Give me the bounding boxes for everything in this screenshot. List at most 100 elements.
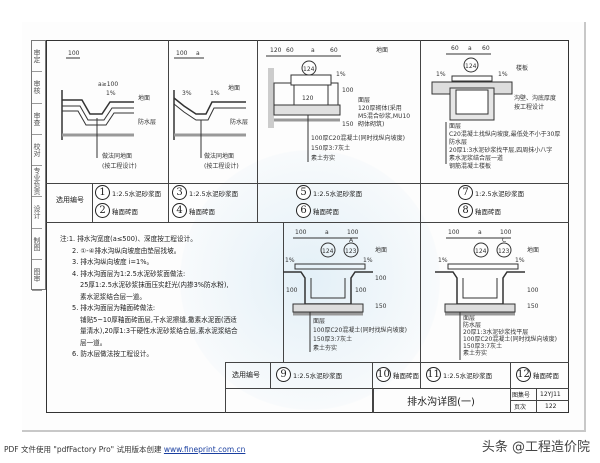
svg-text:按工程设计: 按工程设计 (514, 103, 544, 111)
svg-text:124: 124 (322, 248, 334, 255)
note-line: 6. 防水层做法按工程设计。 (72, 350, 153, 358)
svg-text:100厚C20混凝土(同时找纵向坡度): 100厚C20混凝土(同时找纵向坡度) (463, 335, 557, 343)
svg-text:100: 100 (500, 229, 512, 236)
svg-text:素水泥浆结合层一道: 素水泥浆结合层一道 (449, 154, 503, 162)
option-number: 3 (172, 185, 187, 200)
svg-text:100: 100 (68, 50, 80, 57)
divider (283, 222, 284, 362)
note-line: 4. 排水沟面层为1:2.5水泥砂浆面做法: (72, 269, 186, 278)
svg-text:120厚砌体(采用: 120厚砌体(采用 (358, 104, 402, 112)
note-line: 2. ①-④排水沟纵向坡度由垫层找坡。 (72, 246, 181, 255)
note-line: 25厚1:2.5水泥砂浆抹面压实赶光(内掺3%防水粉), (80, 281, 229, 289)
svg-text:100: 100 (375, 275, 387, 282)
side-label: 制图 (32, 229, 42, 260)
footer-text: PDF 文件使用 "pdfFactory Pro" 试用版本创建 (4, 445, 162, 454)
pdf-footer: PDF 文件使用 "pdfFactory Pro" 试用版本创建 www.fin… (4, 444, 245, 455)
svg-text:防水层: 防水层 (449, 138, 467, 146)
svg-text:做法同地面: 做法同地面 (204, 152, 234, 160)
note-line: 5. 排水沟面层为釉面砖做法: (72, 304, 156, 312)
svg-text:150: 150 (527, 303, 539, 310)
divider (510, 400, 569, 401)
divider (168, 40, 169, 222)
side-label: 校对 (32, 135, 42, 166)
svg-text:120: 120 (270, 47, 282, 54)
svg-text:M5混合砂浆,MU10: M5混合砂浆,MU10 (358, 112, 410, 120)
watermark-text: 头条 @工程造价院 (481, 440, 590, 455)
option-text: 1:2.5水泥砂浆面 (475, 189, 525, 198)
svg-text:地面: 地面 (376, 46, 388, 54)
option-number: 8 (458, 203, 473, 218)
select-number-label: 选用编号 (232, 371, 260, 379)
option-text: 釉面砖面 (475, 207, 501, 216)
drawing-frame (46, 40, 569, 413)
svg-text:a≥100: a≥100 (98, 81, 118, 88)
option-number: 7 (458, 185, 473, 200)
svg-text:100: 100 (342, 87, 354, 94)
option-text: 1:2.5水泥砂浆面 (313, 189, 363, 198)
svg-text:100: 100 (355, 287, 367, 294)
option-text: 釉面砖面 (189, 207, 215, 216)
option-text: 釉面砖面 (112, 207, 138, 216)
svg-text:(按工程设计): (按工程设计) (102, 162, 137, 170)
svg-text:防水层: 防水层 (230, 118, 248, 126)
side-label: 专业负责 (32, 166, 42, 198)
svg-text:面层: 面层 (449, 123, 461, 130)
svg-text:123: 123 (498, 248, 510, 255)
svg-text:3%: 3% (182, 90, 192, 97)
svg-text:150: 150 (375, 303, 387, 310)
svg-text:60: 60 (330, 47, 338, 54)
bottom-detail-drawings: 100 a 100 124 123 A 1% 1% 地面 100 100 100… (283, 229, 557, 360)
svg-text:100: 100 (295, 229, 307, 236)
footer-link[interactable]: www.fineprint.com.cn (163, 445, 246, 454)
side-label: 图审 (32, 260, 42, 291)
note-line: 量清水),20厚1:3干硬性水泥砂浆结合层,素水泥浆结合 (80, 327, 238, 335)
svg-text:面层: 面层 (313, 318, 325, 325)
svg-text:地面: 地面 (228, 84, 240, 92)
svg-text:1%: 1% (515, 257, 525, 264)
option-number: 5 (296, 185, 311, 200)
detail-5-6: 120 60 a 60 124 120 1% 100 150 地面 面层 120… (266, 46, 410, 162)
svg-text:124: 124 (303, 66, 315, 73)
note-line: 3. 排水沟纵向坡度 i=1%。 (72, 258, 154, 266)
detail-3-4: 100 a 3% 1% 地面 防水层 做法同地面 (按工程设计) (173, 50, 248, 170)
svg-text:1%: 1% (436, 71, 446, 78)
page-label: 页次 (514, 404, 527, 411)
top-detail-drawings: 100 a≥100 1% 地面 防水层 做法同地面 (按工程设计) 100 a … (61, 45, 560, 170)
option-number: 11 (426, 367, 441, 382)
divider (270, 362, 271, 388)
svg-text:地面: 地面 (375, 246, 387, 254)
svg-text:100: 100 (527, 287, 539, 294)
svg-text:100: 100 (286, 287, 298, 294)
svg-text:60: 60 (482, 45, 490, 52)
option-text: 1:2.5水泥砂浆面 (443, 371, 493, 380)
svg-text:60: 60 (451, 45, 459, 52)
svg-text:20厚1:3水泥砂浆找平层: 20厚1:3水泥砂浆找平层 (463, 328, 528, 336)
option-text: 釉面砖面 (393, 371, 419, 380)
svg-text:60: 60 (286, 47, 294, 54)
svg-text:砌体砌筑): 砌体砌筑) (358, 120, 384, 128)
svg-text:C20混凝土找纵向坡度,最低处不小于30厚: C20混凝土找纵向坡度,最低处不小于30厚 (449, 130, 560, 138)
side-label: 审查 (32, 104, 42, 135)
svg-text:防水层: 防水层 (463, 321, 481, 329)
detail-1-2: 100 a≥100 1% 地面 防水层 做法同地面 (按工程设计) (61, 50, 156, 170)
svg-text:沟壁、沟底厚度: 沟壁、沟底厚度 (514, 94, 556, 102)
divider (225, 388, 569, 389)
note-line: 素水泥浆结合层一道。 (80, 292, 146, 301)
svg-text:1%: 1% (363, 257, 373, 264)
svg-text:100厚C20混凝土(同时找纵向坡度): 100厚C20混凝土(同时找纵向坡度) (311, 134, 405, 142)
option-text: 1:2.5水泥砂浆面 (189, 189, 239, 198)
option-text: 1:2.5水泥砂浆面 (112, 189, 162, 198)
page-value: 122 (545, 403, 557, 410)
divider (225, 362, 226, 413)
note-line: 注:1. 排水沟宽度(a≤500)、深度按工程设计。 (60, 235, 197, 243)
svg-text:1%: 1% (438, 257, 448, 264)
